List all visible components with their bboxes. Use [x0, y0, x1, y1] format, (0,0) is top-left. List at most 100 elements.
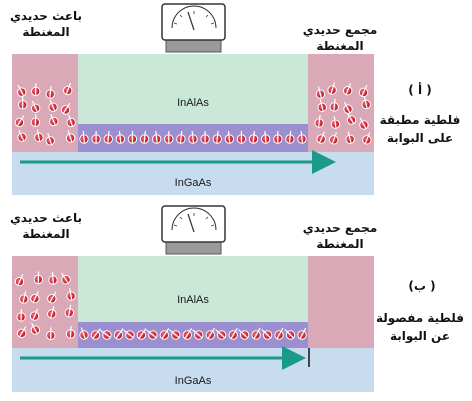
electron-icon: [48, 99, 58, 112]
gate-state-label-line2: على البوابة: [387, 131, 453, 146]
electron-icon: [79, 130, 89, 144]
electron-icon: [103, 130, 113, 144]
source-label-line1: باعث حديدي: [10, 9, 82, 23]
electron-icon: [330, 116, 341, 129]
electron-icon: [329, 98, 339, 112]
electron-icon: [346, 112, 357, 125]
electron-icon: [46, 327, 56, 341]
electron-icon: [127, 131, 138, 144]
electron-icon: [159, 328, 170, 340]
electron-icon: [65, 130, 76, 143]
electron-icon: [261, 329, 273, 340]
lower-layer-label: InGaAs: [175, 177, 212, 189]
electron-icon: [33, 271, 44, 285]
electron-icon: [359, 117, 369, 130]
electron-icon: [297, 327, 307, 340]
electron-icon: [30, 322, 41, 335]
electron-icon: [361, 96, 371, 110]
electron-icon: [45, 133, 55, 146]
upper-layer-label: InAlAs: [177, 97, 209, 109]
electron-group: [14, 82, 372, 146]
electron-icon: [65, 325, 76, 339]
electron-icon: [317, 99, 327, 113]
electron-icon: [236, 131, 247, 144]
electron-icon: [188, 130, 198, 144]
electron-icon: [17, 96, 28, 110]
drain-electrode: [308, 256, 374, 348]
electron-icon: [16, 326, 27, 339]
electron-icon: [66, 288, 76, 301]
electron-icon: [342, 83, 353, 96]
electron-icon: [238, 329, 250, 340]
electron-icon: [47, 306, 57, 319]
electron-icon: [224, 130, 235, 144]
electron-icon: [139, 130, 150, 144]
electron-icon: [100, 329, 112, 340]
electron-icon: [248, 130, 259, 144]
electron-icon: [64, 304, 74, 318]
electron-icon: [19, 291, 29, 304]
source-label-line2: المغنطة: [22, 25, 69, 39]
electron-icon: [136, 328, 147, 340]
electron-icon: [182, 327, 193, 340]
electron-icon: [34, 129, 44, 143]
electron-icon: [60, 102, 71, 115]
electron-icon: [30, 100, 41, 113]
electron-icon: [30, 114, 41, 127]
electron-icon: [30, 291, 40, 304]
gate-state-label-line2: عن البوابة: [390, 329, 450, 344]
electron-icon: [274, 327, 284, 340]
electron-icon: [362, 132, 372, 145]
electron-icon: [205, 327, 215, 340]
electron-icon: [14, 115, 25, 128]
electron-icon: [49, 113, 59, 127]
electron-icon: [228, 327, 238, 340]
electron-icon: [164, 131, 174, 144]
electron-icon: [16, 308, 26, 322]
electron-icon: [91, 131, 101, 144]
electron-icon: [29, 308, 40, 321]
electron-icon: [48, 272, 58, 285]
electron-icon: [47, 291, 57, 304]
electron-icon: [61, 272, 71, 285]
panel-a: InAlAs InGaAs باعث حديدي المغنطة مجمع حد…: [10, 3, 461, 195]
electron-icon: [215, 329, 227, 340]
electron-icon: [192, 329, 204, 340]
electron-icon: [345, 131, 355, 144]
drain-label-line1: مجمع حديدي: [303, 221, 378, 235]
panel-tag: ( أ ): [408, 82, 431, 97]
electron-icon: [113, 328, 124, 340]
electron-icon: [297, 130, 307, 144]
gate-state-label-line1: فلطية مطبقة: [380, 113, 461, 127]
substrate-layer: [12, 348, 374, 392]
electron-icon: [315, 86, 326, 99]
source-label-line2: المغنطة: [22, 227, 69, 241]
panel-b: InAlAs InGaAs باعث حديدي المغنطة مجمع حد…: [10, 205, 464, 392]
electron-icon: [63, 82, 73, 96]
electron-icon: [151, 130, 162, 144]
meter-icon: [161, 3, 226, 53]
electron-icon: [14, 274, 25, 287]
meter-icon: [161, 205, 226, 255]
drain-label-line2: المغنطة: [316, 237, 363, 251]
electron-icon: [31, 83, 41, 97]
electron-icon: [327, 82, 337, 95]
electron-icon: [79, 327, 89, 340]
electron-icon: [358, 84, 369, 98]
electron-icon: [90, 328, 101, 340]
electron-group: [14, 271, 307, 341]
electron-icon: [273, 131, 283, 144]
electron-icon: [123, 329, 135, 340]
electron-icon: [16, 84, 27, 97]
electron-icon: [314, 114, 324, 128]
insulator-layer: [78, 256, 308, 322]
electron-icon: [115, 130, 126, 144]
lower-layer-label: InGaAs: [175, 375, 212, 387]
electron-icon: [169, 329, 181, 340]
electron-icon: [17, 129, 27, 142]
source-label-line1: باعث حديدي: [10, 211, 82, 225]
insulator-layer: [78, 54, 308, 124]
electron-icon: [329, 132, 339, 145]
panel-tag: (ب ): [408, 279, 435, 293]
